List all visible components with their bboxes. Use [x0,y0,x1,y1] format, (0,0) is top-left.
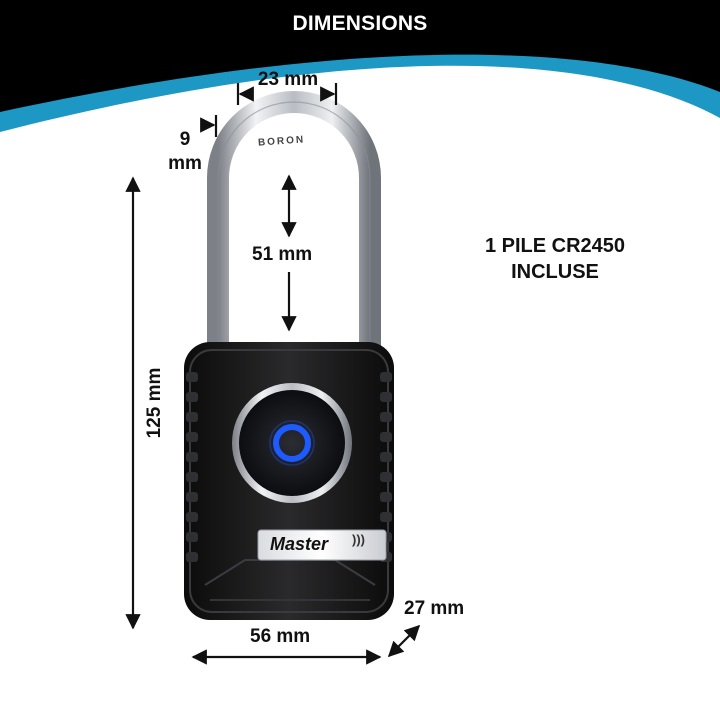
dim-shackle-width-value: 23 mm [257,69,319,90]
dimension-lines [125,83,421,665]
header-title: DIMENSIONS [292,12,428,35]
dim-shackle-clearance: 51 mm [250,243,315,267]
brand-logo: Master [270,534,329,554]
dim-body-depth: 27 mm [404,598,465,619]
shackle [207,91,381,350]
dim-total-height: 125 mm [144,367,165,439]
brand-plate [257,529,387,561]
dim-shackle-diameter-unit: mm [168,153,202,174]
battery-note-line2: INCLUSE [511,261,599,283]
dim-body-width: 56 mm [250,626,311,647]
battery-note: 1 PILE CR2450 INCLUSE [440,233,670,285]
touch-button [232,383,352,503]
dim-shackle-diameter: 9 mm [165,128,205,176]
battery-note-line1: 1 PILE CR2450 [484,235,626,257]
dim-shackle-width: 23 mm [256,66,320,93]
depth-27-arrow [387,624,421,658]
signal-icon: ))) [352,532,365,547]
dim-shackle-diameter-value: 9 [179,129,191,150]
header-banner [0,0,720,132]
